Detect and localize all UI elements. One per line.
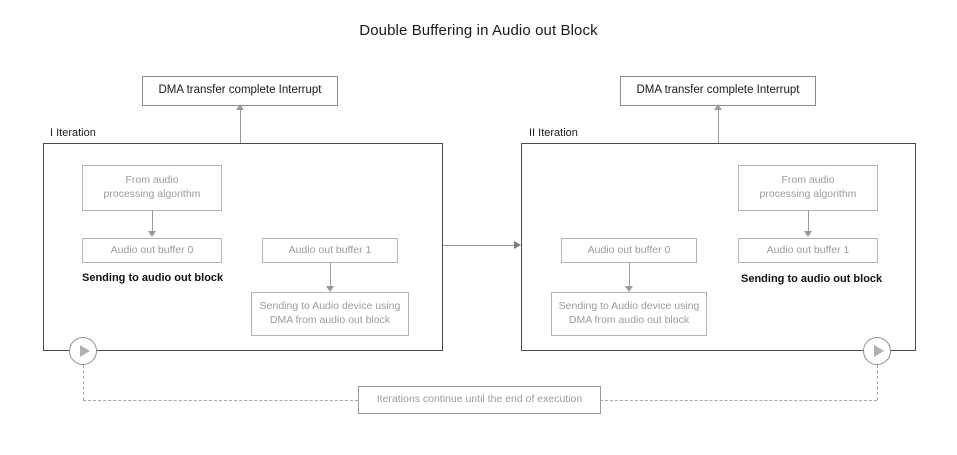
- source-box-line1: From audio: [125, 174, 179, 187]
- connector-buffer-to-dma-1-arrowhead: [326, 286, 334, 292]
- connector-source-to-buffer-2-line: [808, 211, 809, 232]
- loop-path-right-horizontal: [600, 400, 877, 401]
- active-buffer-iteration-1: Audio out buffer 0: [82, 238, 222, 263]
- play-icon: [873, 345, 884, 357]
- connector-interrupt-2-line: [718, 108, 719, 144]
- loop-marker-left[interactable]: [69, 337, 97, 365]
- source-box-line2: processing algorithm: [759, 188, 857, 200]
- dma-send-line1: Sending to Audio device using: [558, 300, 700, 313]
- loop-path-left-horizontal: [83, 400, 358, 401]
- loop-path-right-vertical: [877, 365, 878, 400]
- dma-send-line2: DMA from audio out block: [269, 314, 391, 326]
- loop-path-left-vertical: [83, 365, 84, 400]
- connector-source-to-buffer-1-arrowhead: [148, 231, 156, 237]
- connector-buffer-to-dma-1-line: [330, 263, 331, 287]
- dma-send-line1: Sending to Audio device using: [259, 300, 401, 313]
- dma-buffer-iteration-2: Audio out buffer 0: [561, 238, 697, 263]
- dma-send-line2: DMA from audio out block: [568, 314, 690, 326]
- active-note-iteration-2: Sending to audio out block: [741, 273, 883, 285]
- iteration-1-panel: [43, 143, 443, 351]
- connector-source-to-buffer-2-arrowhead: [804, 231, 812, 237]
- dma-send-box-iteration-1: Sending to Audio device using DMA from a…: [251, 292, 409, 336]
- active-note-iteration-1: Sending to audio out block: [82, 272, 224, 284]
- connector-buffer-to-dma-2-line: [629, 263, 630, 287]
- connector-interrupt-2-arrowhead: [714, 104, 722, 110]
- source-box-line2: processing algorithm: [103, 188, 201, 200]
- interrupt-box-iteration-2: DMA transfer complete Interrupt: [620, 76, 816, 106]
- active-buffer-iteration-2: Audio out buffer 1: [738, 238, 878, 263]
- connector-source-to-buffer-1-line: [152, 211, 153, 232]
- connector-interrupt-1-arrowhead: [236, 104, 244, 110]
- interrupt-box-iteration-1: DMA transfer complete Interrupt: [142, 76, 338, 106]
- dma-buffer-iteration-1: Audio out buffer 1: [262, 238, 398, 263]
- dma-send-box-iteration-2: Sending to Audio device using DMA from a…: [551, 292, 707, 336]
- connector-buffer-to-dma-2-arrowhead: [625, 286, 633, 292]
- connector-iteration-1-to-2-arrowhead: [514, 241, 521, 249]
- connector-iteration-1-to-2-line: [443, 245, 515, 246]
- iteration-2-label: II Iteration: [529, 127, 578, 139]
- source-box-iteration-2: From audio processing algorithm: [738, 165, 878, 211]
- page-title: Double Buffering in Audio out Block: [359, 22, 598, 39]
- connector-interrupt-1-line: [240, 108, 241, 144]
- iteration-2-panel: [521, 143, 916, 351]
- loop-marker-right[interactable]: [863, 337, 891, 365]
- source-box-iteration-1: From audio processing algorithm: [82, 165, 222, 211]
- play-icon: [79, 345, 90, 357]
- loop-label-box: Iterations continue until the end of exe…: [358, 386, 601, 414]
- iteration-1-label: I Iteration: [50, 127, 96, 139]
- source-box-line1: From audio: [781, 174, 835, 187]
